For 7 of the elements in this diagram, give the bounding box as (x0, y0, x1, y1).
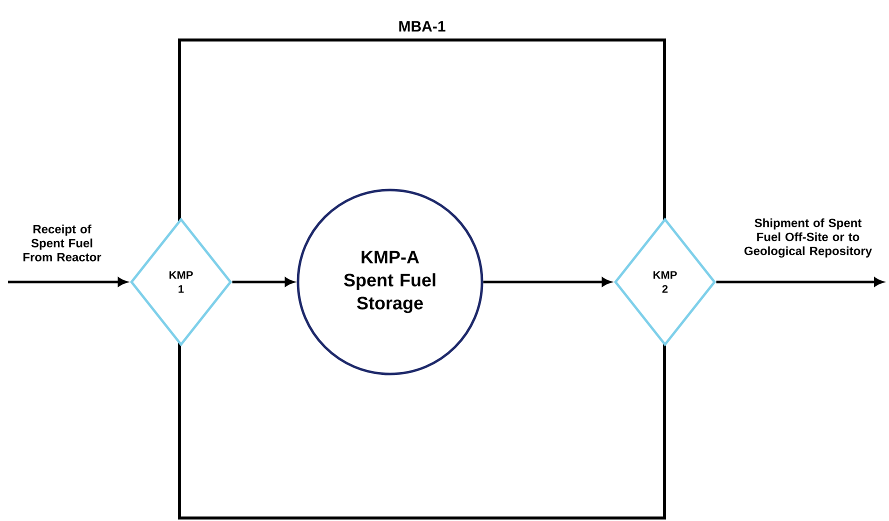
arrow (8, 278, 127, 286)
arrow (232, 278, 294, 286)
arrow (716, 278, 884, 286)
edge-label: Receipt of Spent Fuel From Reactor (23, 224, 102, 262)
node-label: MBA-1 (399, 21, 446, 32)
edge-label: Shipment of Spent Fuel Off-Site or to Geological Repository (744, 218, 872, 258)
arrow (483, 278, 611, 286)
